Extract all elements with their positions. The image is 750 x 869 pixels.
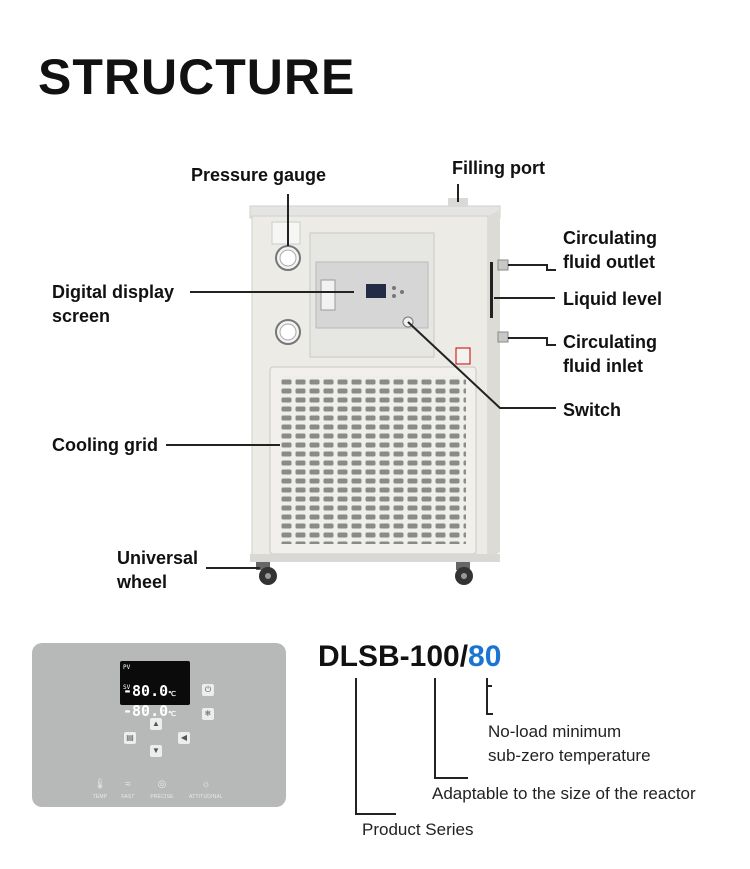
attitudinal-icon: ☼ [201,779,211,790]
precise-label: PRECISE [150,794,174,800]
lcd-sv-tag: SV [123,684,131,691]
label-universal-wheel-line2: wheel [117,572,168,592]
label-liquid-level: Liquid level [563,289,663,309]
fast-icon: ≈ [125,779,131,790]
page-title: STRUCTURE [38,49,356,105]
leader-inlet-v [546,337,548,346]
label-digital-display: Digital display screen [52,280,174,328]
leader-universal-wheel [206,567,260,569]
menu-button[interactable]: ▤ [124,732,136,744]
attitudinal-label: ATTITUDINAL [188,794,224,800]
fast-label: FAST [121,794,135,800]
label-circulating-outlet: Circulating fluid outlet [563,226,657,274]
note-reactor: Adaptable to the size of the reactor [432,784,696,803]
leader-outlet-h [508,264,548,266]
lcd-display: PV -80.0℃ SV -80.0℃ [120,661,190,720]
label-circulating-inlet-line2: fluid inlet [563,356,643,376]
control-panel-closeup: PV -80.0℃ SV -80.0℃ ⏻ ❄ ▲ ▤ ◀ ▼ 🌡 ≈ ◎ ☼ … [32,643,286,807]
leader-digital-display [190,291,354,293]
lcd-sv-row: SV -80.0℃ [123,684,190,720]
note-min-temp-line1: No-load minimum [488,722,622,741]
lcd-sv-value: -80.0 [123,702,169,720]
model-prefix: DLSB-100/ [318,640,469,673]
note-series: Product Series [362,820,474,839]
label-circulating-outlet-line2: fluid outlet [563,252,655,272]
up-arrow-button[interactable]: ▲ [150,718,162,730]
label-filling-port: Filling port [452,158,545,178]
lcd-pv-tag: PV [123,664,131,671]
leader-liquid-level [494,297,555,299]
lcd-sv-unit: ℃ [168,710,177,718]
label-switch: Switch [563,400,622,420]
label-digital-display-line1: Digital display [52,282,175,302]
temp-label: TEMP [92,794,108,800]
lcd-pv-unit: ℃ [168,690,177,698]
left-arrow-button[interactable]: ◀ [178,732,190,744]
cool-button[interactable]: ❄ [202,708,214,720]
leader-inlet-h [508,337,548,339]
label-circulating-inlet: Circulating fluid inlet [563,330,657,378]
label-cooling-grid: Cooling grid [52,435,158,455]
label-universal-wheel-line1: Universal [117,548,199,568]
lcd-pv-value: -80.0 [123,682,169,700]
note-min-temp-line2: sub-zero temperature [488,746,651,765]
leader-inlet-h2 [546,344,556,346]
precise-icon: ◎ [157,779,167,790]
leader-outlet-v [546,264,548,271]
label-pressure-gauge: Pressure gauge [191,165,327,185]
model-code: DLSB-100/80 [318,640,501,674]
leader-pressure-gauge [287,194,289,246]
temp-icon: 🌡 [93,779,107,790]
label-digital-display-line2: screen [52,306,111,326]
label-circulating-inlet-line1: Circulating [563,332,658,352]
model-suffix: 80 [468,640,502,673]
label-circulating-outlet-line1: Circulating [563,228,658,248]
note-min-temp: No-load minimum sub-zero temperature [488,720,651,768]
label-universal-wheel: Universal wheel [117,546,198,594]
leader-cooling-grid [166,444,280,446]
power-button[interactable]: ⏻ [202,684,214,696]
leader-filling-port [457,184,459,202]
down-arrow-button[interactable]: ▼ [150,745,162,757]
leader-outlet-h2 [546,269,556,271]
lcd-pv-row: PV -80.0℃ [123,664,190,700]
